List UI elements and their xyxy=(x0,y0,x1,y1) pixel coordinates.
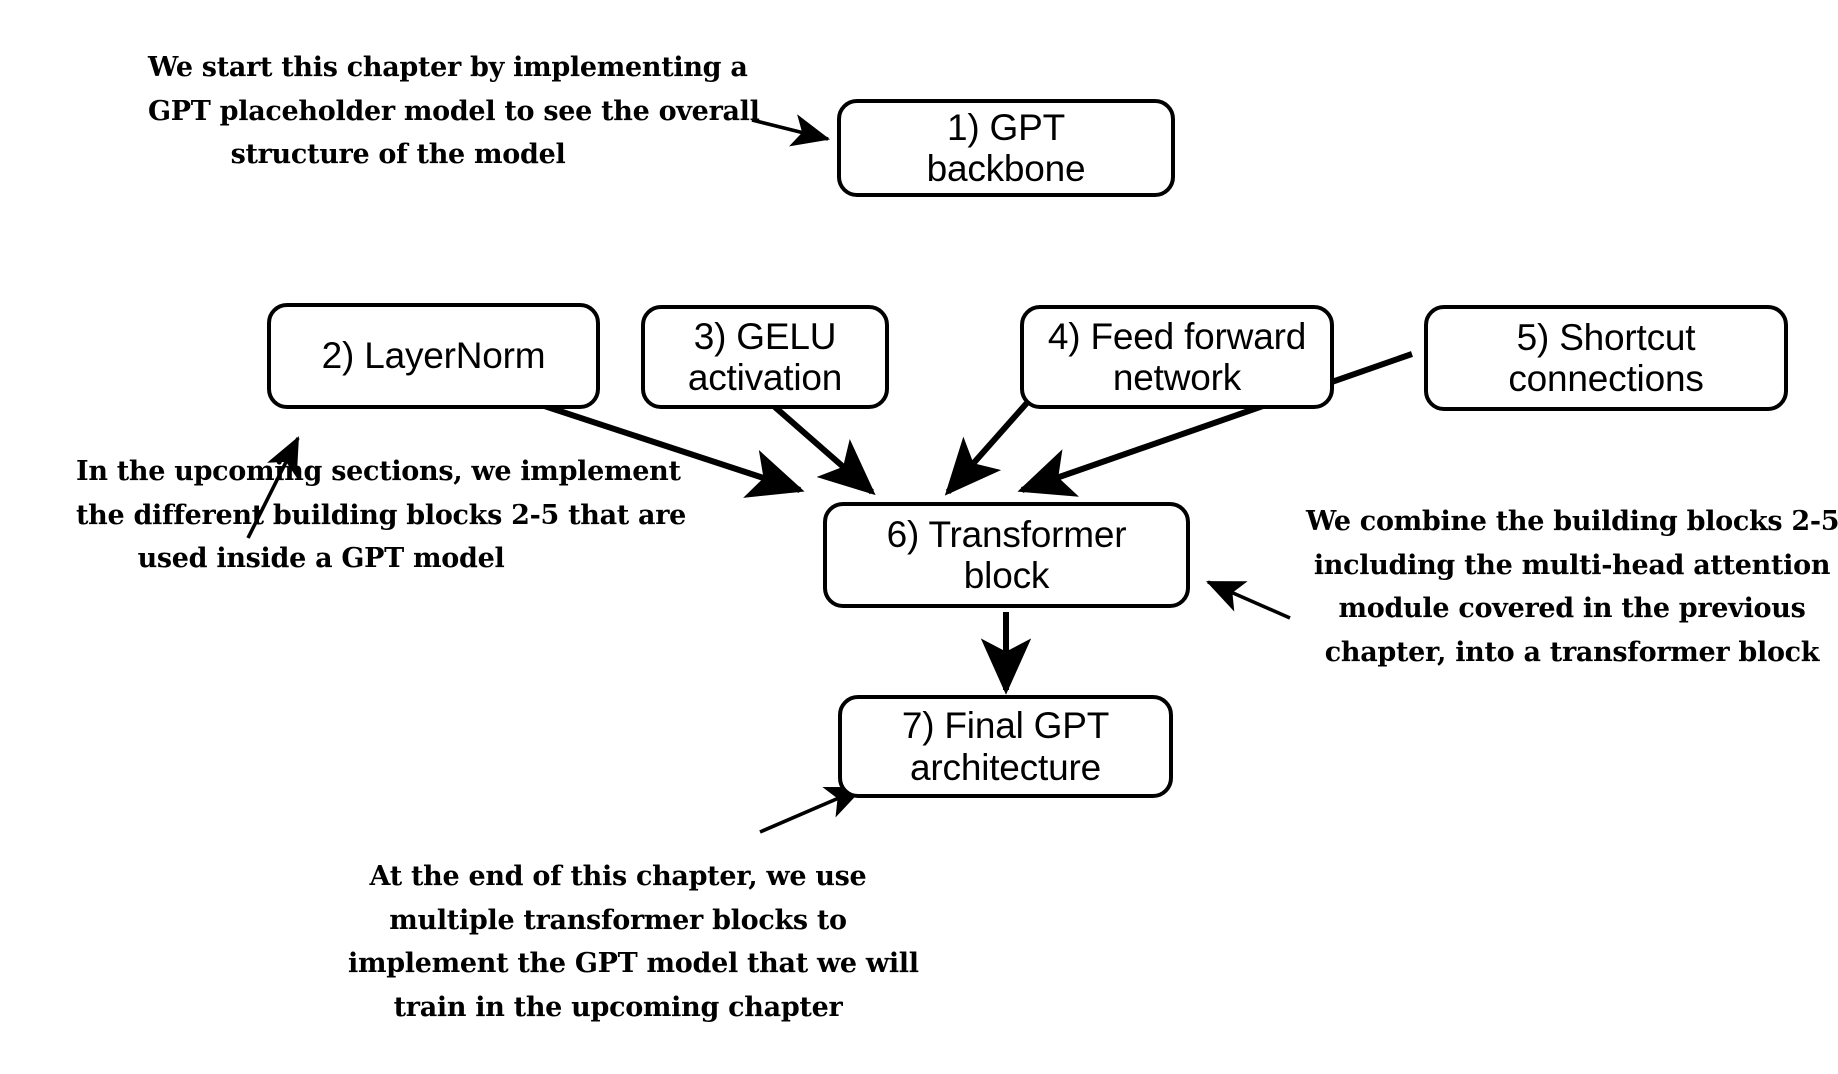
node-feed-forward[interactable]: 4) Feed forward network xyxy=(1020,305,1334,409)
node-transformer-block[interactable]: 6) Transformer block xyxy=(823,502,1190,608)
node-gpt-backbone[interactable]: 1) GPT backbone xyxy=(837,99,1175,197)
node-transformer-block-label-line1: 6) Transformer xyxy=(886,513,1127,555)
node-layernorm[interactable]: 2) LayerNorm xyxy=(267,303,600,409)
annotation-right-line1: We combine the building blocks 2-5, xyxy=(1306,506,1838,537)
annotation-right-line2: including the multi-head attention xyxy=(1313,549,1831,581)
node-gpt-backbone-label: 1) GPT backbone xyxy=(915,107,1098,190)
arrow-note-to-transformer xyxy=(1206,580,1291,620)
annotation-right: We combine the building blocks 2-5, incl… xyxy=(1306,500,1838,675)
annotation-bottom-line4: train in the upcoming chapter xyxy=(393,992,843,1024)
node-gelu-label-line1: 3) GELU xyxy=(693,315,837,357)
node-gelu-label-line2: activation xyxy=(687,357,843,398)
node-gpt-backbone-label-line2: backbone xyxy=(926,148,1086,189)
node-shortcut-label-line1: 5) Shortcut xyxy=(1516,316,1696,358)
annotation-bottom-line1: At the end of this chapter, we use xyxy=(369,861,867,892)
annotation-bottom: At the end of this chapter, we use multi… xyxy=(348,855,919,1030)
node-shortcut-connections[interactable]: 5) Shortcut connections xyxy=(1424,305,1788,411)
annotation-mid-left: In the upcoming sections, we implement t… xyxy=(76,450,687,581)
node-gpt-backbone-label-line1: 1) GPT xyxy=(946,106,1066,148)
node-gelu[interactable]: 3) GELU activation xyxy=(641,305,889,409)
annotation-mid-left-line2: the different building blocks 2-5 that a… xyxy=(76,499,687,531)
node-final-gpt-label-line1: 7) Final GPT xyxy=(901,705,1110,747)
annotation-top-left-line1: We start this chapter by implementing a xyxy=(148,52,748,83)
node-shortcut-connections-label: 5) Shortcut connections xyxy=(1496,317,1715,400)
node-layernorm-label-line1: 2) LayerNorm xyxy=(321,335,546,377)
node-final-gpt-label-line2: architecture xyxy=(910,746,1101,788)
node-final-gpt-label: 7) Final GPT architecture xyxy=(890,705,1121,788)
annotation-top-left-line3: structure of the model xyxy=(230,139,566,171)
node-feed-forward-label: 4) Feed forward network xyxy=(1036,316,1318,399)
annotation-right-line3: module covered in the previous xyxy=(1338,593,1806,625)
annotation-top-left: We start this chapter by implementing a … xyxy=(148,46,760,177)
annotation-bottom-line3: implement the GPT model that we will xyxy=(348,948,919,980)
arrow-note-to-gpt-backbone xyxy=(751,114,831,147)
annotation-mid-left-line1: In the upcoming sections, we implement xyxy=(76,456,681,487)
annotation-bottom-line2: multiple transformer blocks to xyxy=(389,904,847,936)
node-gelu-label: 3) GELU activation xyxy=(676,316,854,399)
annotation-right-line4: chapter, into a transformer block xyxy=(1324,637,1820,669)
node-shortcut-label-line2: connections xyxy=(1508,358,1704,399)
annotation-mid-left-line3: used inside a GPT model xyxy=(137,543,505,575)
node-transformer-block-label: 6) Transformer block xyxy=(875,514,1139,597)
node-feed-forward-label-line2: network xyxy=(1112,357,1242,398)
node-transformer-block-label-line2: block xyxy=(963,555,1050,596)
node-layernorm-label: 2) LayerNorm xyxy=(310,335,558,376)
node-feed-forward-label-line1: 4) Feed forward xyxy=(1047,315,1307,357)
node-final-gpt-architecture[interactable]: 7) Final GPT architecture xyxy=(838,695,1173,798)
annotation-top-left-line2: GPT placeholder model to see the overall xyxy=(148,95,760,127)
